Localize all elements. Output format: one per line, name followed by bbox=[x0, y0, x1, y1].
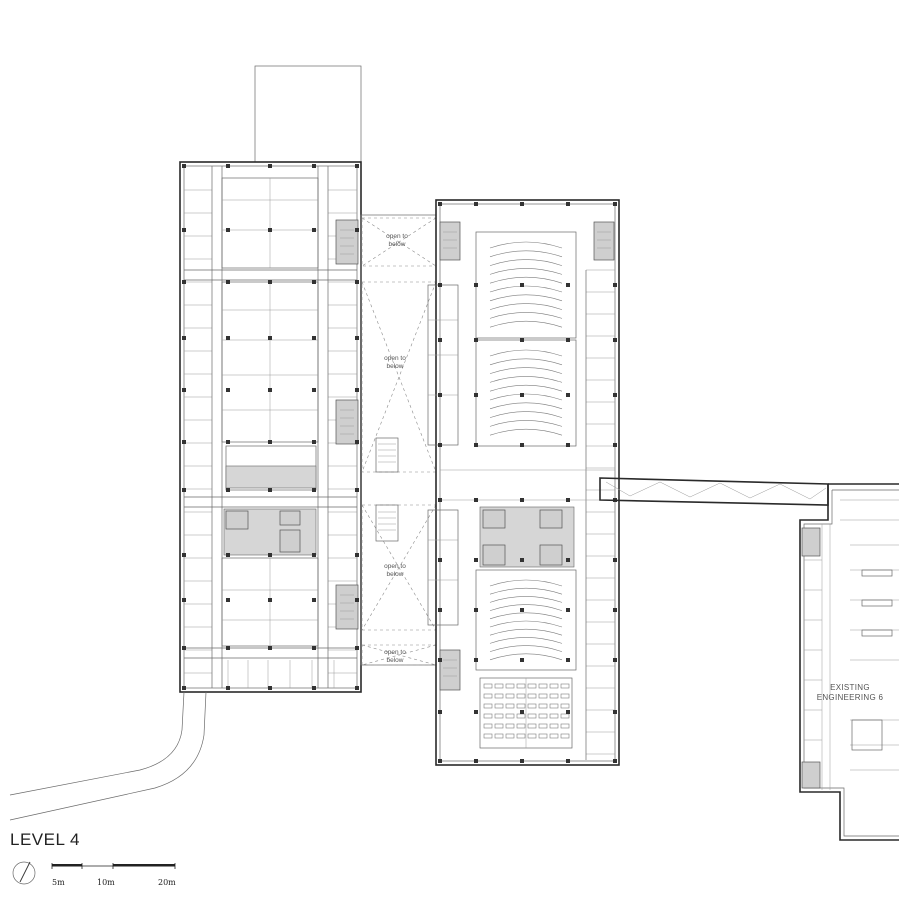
stair-core bbox=[335, 399, 359, 445]
east-wing bbox=[427, 199, 620, 766]
existing-building-label: ENGINEERING 6 bbox=[817, 693, 884, 702]
west-rooftop-outline bbox=[254, 65, 362, 163]
scale-label: 20m bbox=[158, 878, 176, 887]
structural-columns bbox=[438, 202, 617, 763]
scale-label: 5m bbox=[52, 878, 65, 887]
stair-core bbox=[439, 649, 461, 691]
open-to-below-label: open to bbox=[384, 563, 406, 570]
scale-label: 10m bbox=[97, 878, 115, 887]
east-office-partitions bbox=[585, 269, 615, 760]
open-to-below-label: below bbox=[387, 657, 404, 664]
open-to-below-label: below bbox=[387, 571, 404, 578]
stair-core bbox=[593, 221, 615, 261]
lecture-seating bbox=[483, 241, 570, 739]
open-to-below-label: below bbox=[389, 241, 406, 248]
north-arrow bbox=[12, 861, 36, 885]
north-arrow-icon bbox=[12, 861, 36, 885]
lecture-hall bbox=[475, 569, 577, 671]
existing-building: EXISTING ENGINEERING 6 bbox=[799, 483, 899, 841]
bridge-link bbox=[599, 477, 829, 506]
east-wing-outline bbox=[435, 199, 620, 766]
west-wing-outline bbox=[179, 161, 362, 693]
existing-building-label: EXISTING bbox=[830, 683, 870, 692]
exterior-path bbox=[9, 691, 207, 821]
open-to-below-label: open to bbox=[384, 649, 406, 656]
open-to-below-label: below bbox=[387, 363, 404, 370]
stair-core bbox=[439, 221, 461, 261]
stair-core bbox=[335, 219, 359, 265]
level-title: LEVEL 4 bbox=[10, 830, 80, 849]
stair-core bbox=[335, 584, 359, 630]
west-wing bbox=[179, 65, 362, 693]
stair-core bbox=[801, 527, 821, 557]
stair-core bbox=[801, 761, 821, 789]
open-to-below-label: open to bbox=[384, 355, 406, 362]
scale-bar: 5m 10m 20m bbox=[51, 863, 176, 887]
open-to-below-area bbox=[361, 504, 437, 631]
atrium: open to below open to below open to belo… bbox=[360, 214, 437, 666]
open-to-below-label: open to bbox=[386, 233, 408, 240]
structural-columns bbox=[182, 164, 359, 690]
